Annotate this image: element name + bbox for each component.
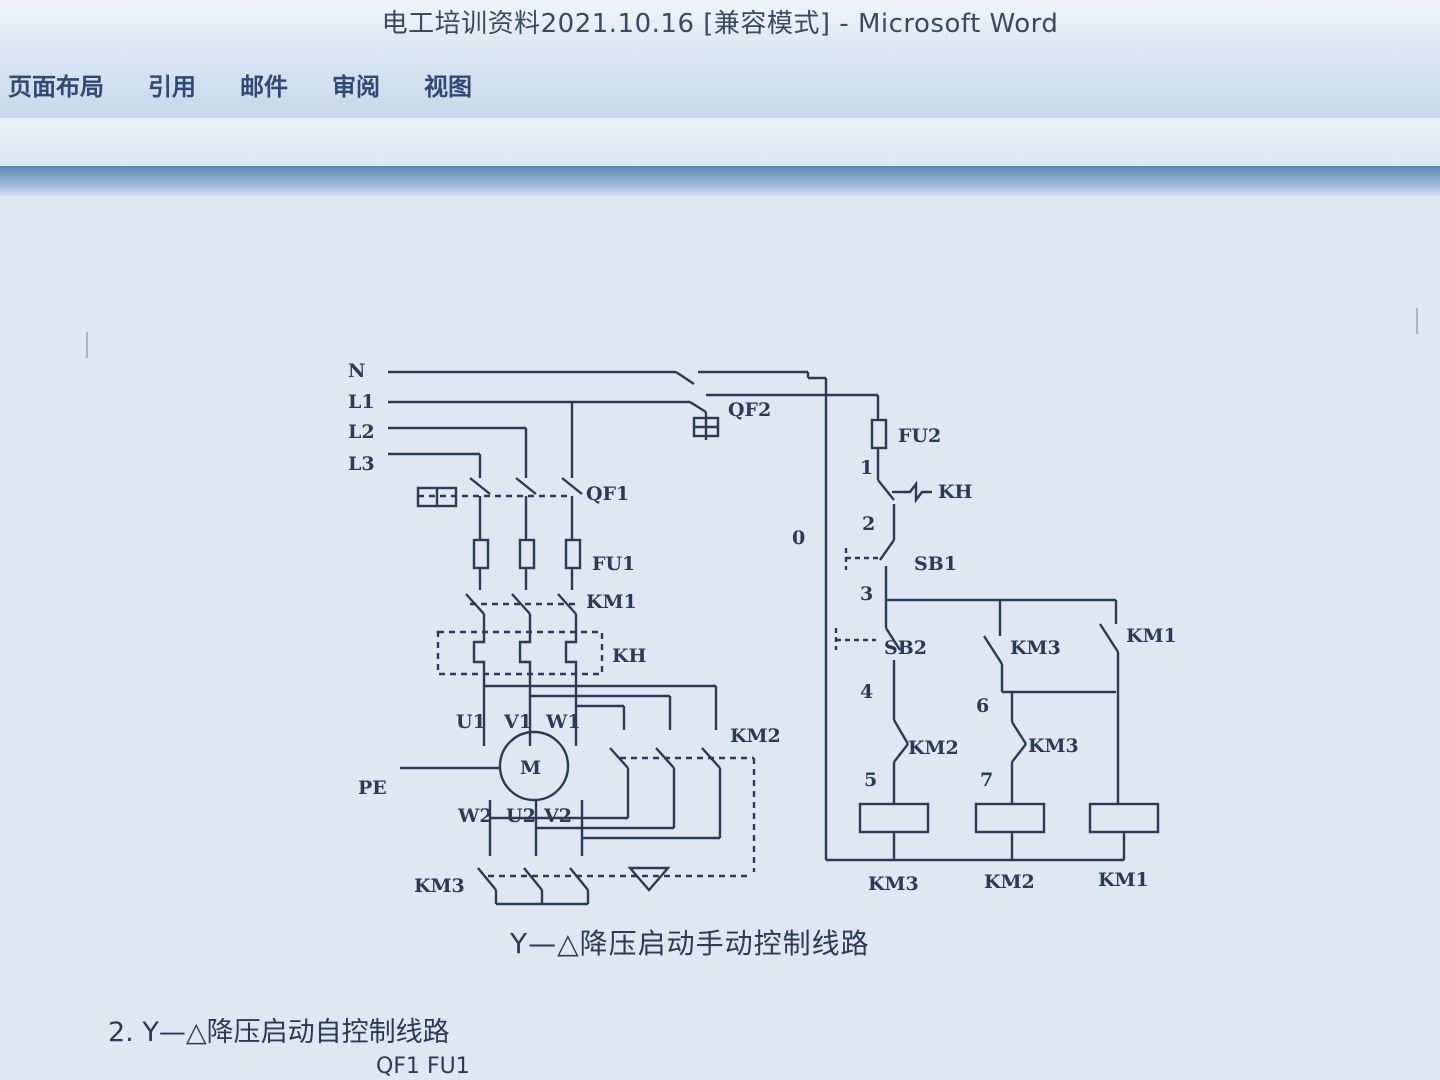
ribbon-body bbox=[0, 118, 1440, 167]
label-node-2: 2 bbox=[862, 513, 875, 535]
label-km2-coil: KM2 bbox=[984, 871, 1035, 893]
label-km1-coil: KM1 bbox=[1098, 869, 1149, 891]
label-node-1: 1 bbox=[860, 457, 873, 479]
label-kh-ctrl: KH bbox=[938, 481, 973, 503]
left-margin-marker bbox=[86, 332, 88, 358]
label-node-6: 6 bbox=[976, 695, 989, 717]
label-l3: L3 bbox=[348, 453, 375, 475]
label-n: N bbox=[348, 360, 365, 382]
label-u2: U2 bbox=[506, 805, 536, 827]
ribbon-tabs: 页面布局 引用 邮件 审阅 视图 bbox=[0, 50, 1440, 118]
label-v2: V2 bbox=[543, 805, 572, 827]
tab-references[interactable]: 引用 bbox=[148, 72, 196, 101]
label-motor: M bbox=[520, 757, 541, 779]
label-pe: PE bbox=[358, 777, 387, 799]
label-fu1: FU1 bbox=[592, 553, 635, 575]
label-node-7: 7 bbox=[980, 769, 993, 791]
label-node-4: 4 bbox=[860, 681, 873, 703]
label-fu2: FU2 bbox=[898, 425, 941, 447]
label-v1: V1 bbox=[503, 711, 532, 733]
tab-page-layout[interactable]: 页面布局 bbox=[8, 72, 104, 101]
label-km1-main: KM1 bbox=[586, 591, 637, 613]
window-title: 电工培训资料2021.10.16 [兼容模式] - Microsoft Word bbox=[0, 0, 1440, 50]
label-w1: W1 bbox=[545, 711, 581, 733]
label-km3-coil: KM3 bbox=[868, 873, 919, 895]
label-km3-main: KM3 bbox=[414, 875, 465, 897]
label-l2: L2 bbox=[348, 421, 375, 443]
label-qf2: QF2 bbox=[728, 399, 771, 421]
label-qf1: QF1 bbox=[586, 483, 629, 505]
document-page[interactable] bbox=[0, 196, 1440, 1080]
ruler-bar bbox=[0, 166, 1440, 196]
label-l1: L1 bbox=[348, 391, 375, 413]
label-km1-ctrl-a: KM1 bbox=[1126, 625, 1177, 647]
label-u1: U1 bbox=[456, 711, 486, 733]
label-sb1: SB1 bbox=[914, 553, 957, 575]
label-km2-ctrl-a: KM2 bbox=[908, 737, 959, 759]
tab-review[interactable]: 审阅 bbox=[332, 72, 380, 101]
tab-mailings[interactable]: 邮件 bbox=[240, 72, 288, 101]
diagram-caption: Y—△降压启动手动控制线路 bbox=[510, 927, 870, 960]
label-km3-ctrl-a: KM3 bbox=[1010, 637, 1061, 659]
section-heading: 2. Y—△降压启动自控制线路 bbox=[108, 1017, 450, 1048]
label-sb2: SB2 bbox=[884, 637, 927, 659]
label-w2: W2 bbox=[457, 805, 493, 827]
right-margin-marker bbox=[1416, 308, 1418, 334]
label-km2-main: KM2 bbox=[730, 725, 781, 747]
label-node-3: 3 bbox=[860, 583, 873, 605]
label-node-5: 5 bbox=[864, 769, 877, 791]
tab-view[interactable]: 视图 bbox=[424, 72, 472, 101]
next-diagram-labels: QF1 FU1 bbox=[376, 1054, 470, 1079]
label-node-0: 0 bbox=[792, 527, 805, 549]
label-km3-ctrl-b: KM3 bbox=[1028, 735, 1079, 757]
label-kh-main: KH bbox=[612, 645, 647, 667]
